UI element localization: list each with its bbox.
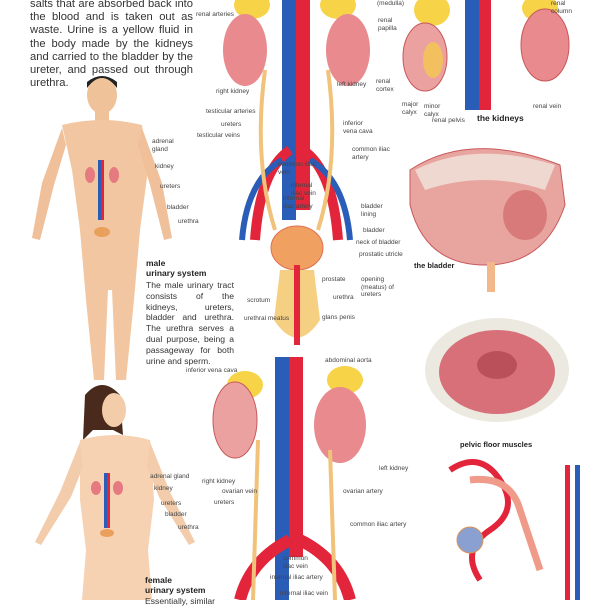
label-bladder-lining: bladder lining [361,203,383,218]
label-renal-cortex: renal cortex [376,78,394,93]
male-description: The male urinary tract consists of the k… [146,280,234,366]
female-label-common-iliac-vein: common iliac vein [283,555,308,570]
label-scrotum: scrotum [247,297,271,304]
female-title-line1: female [145,575,172,585]
male-label-kidney: kidney [155,163,174,170]
female-label-internal-iliac-artery: internal iliac artery [270,574,323,581]
label-common-iliac-artery: common iliac artery [352,146,390,161]
female-urinary-diagram [212,357,366,600]
intro-text: salts that are absorbed back into the bl… [30,0,193,90]
label-left-kidney: left kidney [337,81,367,88]
female-title-line2: urinary system [145,585,206,595]
label-testicular-arteries: testicular arteries [206,108,256,115]
female-label-ovarian-artery: ovarian artery [343,488,383,495]
label-urethral-meatus: urethral meatus [244,315,290,322]
male-label-adrenal-gland: adrenal gland [152,138,174,153]
label-neck-of-bladder: neck of bladder [356,239,401,246]
label-renal-papilla: renal papilla [378,17,397,32]
label-inferior-vena-cava: inferior vena cava [343,120,373,135]
label-major-calyx: major calyx [402,101,419,116]
male-label-urethra: urethra [178,218,199,225]
label-prostatic-utricle: prostatic utricle [359,251,403,258]
label-right-kidney: right kidney [216,88,250,95]
label-medulla: (medulla) [377,0,405,7]
label-renal-vein: renal vein [533,103,562,110]
female-label-abdominal-aorta: abdominal aorta [325,357,372,364]
nephron-illustration [448,459,580,600]
female-label-internal-iliac-vein: internal iliac vein [280,590,329,597]
male-title-line2: urinary system [146,268,207,278]
female-label-ureters: ureters [214,499,235,506]
label-common-iliac-vein: common iliac vein [278,161,316,176]
female-label-common-iliac-artery: common iliac artery [350,521,407,528]
female-label-bladder: bladder [165,511,187,518]
label-renal-pelvis: renal pelvis [432,117,465,124]
female-label-kidney: kidney [154,485,173,492]
label-renal-arteries: renal arteries [196,11,234,18]
bladder-title: the bladder [414,261,455,270]
female-label-ovarian-vein: ovarian vein [222,488,258,495]
label-bladder: bladder [363,227,385,234]
label-glans-penis: glans penis [322,314,355,321]
female-description: Essentially, similar [145,596,216,606]
bladder-illustration [409,148,566,292]
kidneys-diagram [402,0,570,110]
female-label-right-kidney: right kidney [202,478,236,485]
male-figure [32,76,172,380]
pelvic-floor-illustration [425,318,569,422]
label-testicular-veins: testicular veins [197,132,240,139]
pelvic-floor-title: pelvic floor muscles [460,440,533,449]
female-label-left-kidney: left kidney [379,465,409,472]
label-prostate: prostate [322,276,346,283]
label-minor-calyx: minor calyx [424,103,441,118]
label-internal-iliac-artery: internal iliac artery [283,195,313,210]
female-label-ureters: ureters [161,500,182,507]
kidneys-title: the kidneys [477,113,524,123]
label-ureters: ureters [221,121,242,128]
female-label-adrenal-gland: adrenal gland [150,473,190,480]
male-label-ureters: ureters [160,183,181,190]
female-figure [35,385,195,600]
female-label-inferior-vena-cava: inferior vena cava [186,367,238,374]
female-label-urethra: urethra [178,524,199,531]
label-internal-iliac-vein: internal iliac vein [291,182,316,197]
male-label-bladder: bladder [167,204,189,211]
label-renal-column: renal column [551,0,572,15]
label-urethra: urethra [333,294,354,301]
male-title-line1: male [146,258,166,268]
male-urinary-diagram [223,0,370,345]
label-opening-of-ureters: opening (meatus) of ureters [361,276,394,298]
